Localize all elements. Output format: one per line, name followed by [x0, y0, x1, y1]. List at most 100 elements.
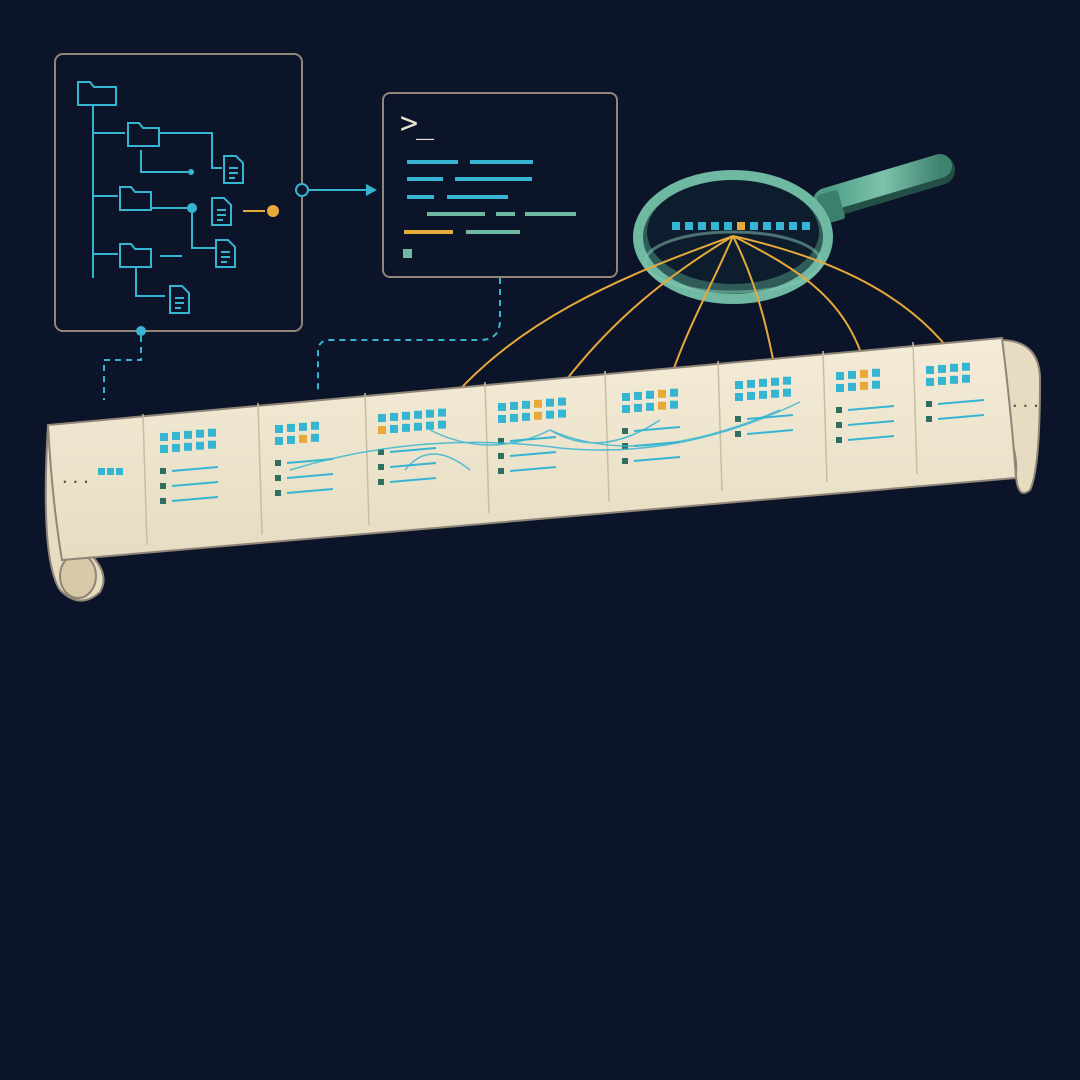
frame-cell: [634, 391, 642, 400]
frame-cell: [622, 393, 630, 401]
file-icon: [215, 239, 236, 268]
folder-icon: [119, 186, 152, 211]
bullet-marker: [498, 468, 504, 474]
frame-cell: [184, 442, 192, 451]
frame-cell: [658, 401, 666, 410]
frame-cell: [783, 388, 791, 397]
bullet-line: [847, 405, 895, 411]
frame-cell: [558, 409, 566, 418]
bullet-line: [171, 466, 219, 472]
frame-cell: [848, 382, 856, 391]
frame-cell: [107, 468, 114, 475]
frame-cell: [196, 429, 204, 438]
bullet-marker: [622, 458, 628, 464]
bullet-marker: [160, 483, 166, 489]
bullet-line: [286, 488, 334, 494]
frame-cell: [622, 405, 630, 413]
frame-cell: [546, 410, 554, 419]
frame-cell: [962, 374, 970, 383]
bullet-marker: [498, 438, 504, 444]
frame-cell: [498, 415, 506, 423]
frame-cell: [926, 366, 934, 374]
frame-cell: [848, 370, 856, 379]
magnified-cell: [750, 222, 758, 230]
frame-cell: [438, 420, 446, 429]
bullet-marker: [275, 475, 281, 481]
magnified-cell: [802, 222, 810, 230]
bullet-marker: [378, 479, 384, 485]
bullet-marker: [836, 437, 842, 443]
bullet-marker: [926, 416, 932, 422]
frame-cell: [658, 389, 666, 398]
frame-cell: [378, 426, 386, 434]
bullet-marker: [378, 449, 384, 455]
scroll-left-ellipsis: ...: [60, 468, 92, 487]
frame-cell: [275, 425, 283, 433]
frame-cell: [160, 445, 168, 453]
frame-cell: [196, 441, 204, 450]
frame-cell: [926, 378, 934, 386]
bullet-marker: [378, 464, 384, 470]
frame-cell: [299, 434, 307, 443]
bullet-marker: [735, 416, 741, 422]
magnified-cell: [789, 222, 797, 230]
frame-cell: [938, 364, 946, 373]
frame-cell: [534, 411, 542, 420]
bullet-marker: [836, 422, 842, 428]
bullet-line: [847, 420, 895, 426]
magnified-cell: [711, 222, 719, 230]
bullet-line: [847, 435, 895, 441]
magnified-cell: [724, 222, 732, 230]
bullet-line: [171, 481, 219, 487]
frame-cell: [510, 401, 518, 410]
frame-cell: [759, 378, 767, 387]
frame-cell: [534, 399, 542, 408]
frame-cell: [546, 398, 554, 407]
frame-cell: [950, 363, 958, 372]
bullet-marker: [160, 498, 166, 504]
bullet-line: [509, 451, 557, 457]
bullet-line: [746, 429, 794, 435]
frame-cell: [510, 413, 518, 422]
frame-cell: [287, 435, 295, 444]
frame-cell: [938, 376, 946, 385]
frame-cell: [414, 410, 422, 419]
bullet-marker: [275, 460, 281, 466]
bullet-line: [633, 456, 681, 462]
frame-cell: [208, 440, 216, 449]
bullet-line: [389, 462, 437, 468]
frame-cell: [872, 380, 880, 389]
bullet-line: [746, 414, 794, 420]
bullet-line: [937, 414, 985, 420]
frame-cell: [783, 376, 791, 385]
frame-cell: [836, 372, 844, 380]
bullet-line: [389, 447, 437, 453]
bullet-marker: [622, 428, 628, 434]
frame-cell: [735, 393, 743, 401]
frame-cell: [522, 400, 530, 409]
folder-icon: [127, 122, 160, 147]
frame-cell: [311, 421, 319, 430]
frame-cell: [172, 431, 180, 440]
bullet-marker: [926, 401, 932, 407]
frame-cell: [646, 402, 654, 411]
bullet-line: [937, 399, 985, 405]
bullet-marker: [735, 431, 741, 437]
frame-cell: [634, 403, 642, 412]
frame-cell: [98, 468, 105, 475]
frame-cell: [771, 377, 779, 386]
frame-cell: [860, 381, 868, 390]
frame-cell: [426, 421, 434, 430]
frame-cell: [558, 397, 566, 406]
folder-icon: [77, 81, 117, 106]
bullet-marker: [836, 407, 842, 413]
frame-cell: [208, 428, 216, 437]
frame-cell: [390, 412, 398, 421]
frame-cell: [116, 468, 123, 475]
frame-cell: [670, 388, 678, 397]
frame-cell: [402, 423, 410, 432]
bullet-line: [389, 477, 437, 483]
bullet-line: [286, 473, 334, 479]
frame-cell: [836, 384, 844, 392]
